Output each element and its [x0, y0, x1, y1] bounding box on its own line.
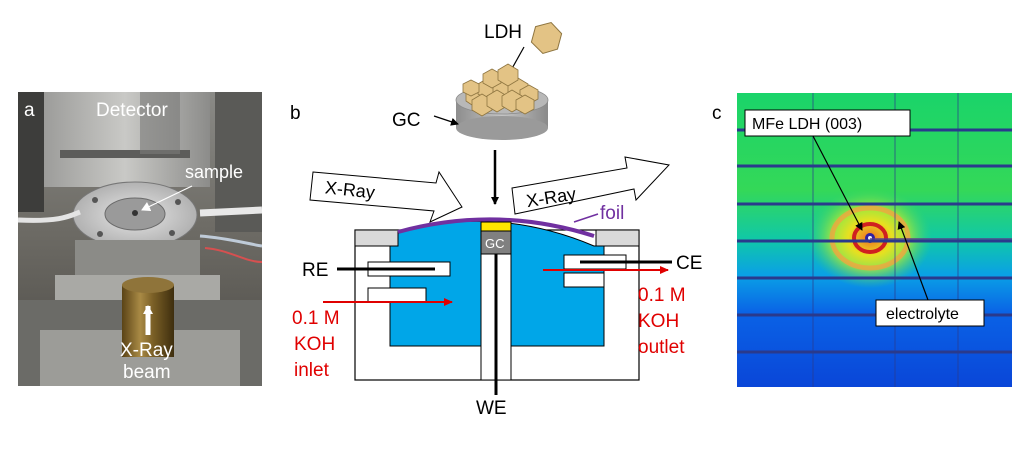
- catalyst-layer: [480, 221, 512, 232]
- ldh-flakes: [462, 63, 539, 117]
- electrolyte-pointer-line: [897, 221, 929, 301]
- right-clamp: [595, 229, 640, 247]
- detector-label: Detector: [96, 100, 168, 121]
- ldh-label: LDH: [484, 22, 522, 43]
- outlet-label-line1: 0.1 M: [638, 285, 686, 306]
- panel-a-letter: a: [24, 100, 35, 121]
- inlet-label-line1: 0.1 M: [292, 308, 340, 329]
- detector-housing: [40, 92, 210, 187]
- beam-label-line1: X-Ray: [120, 340, 173, 361]
- beam-label-line2: beam: [123, 362, 171, 383]
- inlet-label-line3: inlet: [294, 360, 330, 381]
- sample-pointer-line: [141, 185, 193, 212]
- foil-pointer-line: [573, 213, 599, 223]
- peak-label-box: [744, 109, 911, 137]
- left-clamp: [354, 229, 399, 247]
- outlet-label-line2: KOH: [638, 311, 679, 332]
- xray-out-arrow: [511, 156, 670, 215]
- re-label: RE: [302, 260, 328, 281]
- ce-label: CE: [676, 253, 702, 274]
- we-label: WE: [476, 398, 507, 419]
- panel-b-schematic: b LDH GC: [290, 21, 702, 419]
- panel-b-letter: b: [290, 103, 301, 124]
- inlet-port: [367, 287, 427, 303]
- peak-label: MFe LDH (003): [752, 116, 862, 133]
- foil-window: [397, 217, 595, 238]
- xray-in-arrow: [309, 170, 463, 223]
- panel-c-diffraction: MFe LDH (003) electrolyte: [737, 93, 1012, 387]
- gc-pointer-line: [433, 115, 459, 126]
- ldh-hexagon: [530, 21, 563, 55]
- gc-electrode-label: GC: [485, 236, 505, 251]
- outlet-label-line3: outlet: [638, 337, 685, 358]
- panel-a-photo: a Detector sample X-Ray beam: [18, 92, 262, 386]
- outlet-port: [563, 272, 605, 288]
- peak-pointer-line: [812, 135, 863, 231]
- gc-label: GC: [392, 110, 421, 131]
- sample-label: sample: [185, 162, 243, 182]
- electrolyte-label: electrolyte: [886, 306, 959, 323]
- electrolyte-label-box: [875, 299, 985, 327]
- panel-c-letter: c: [712, 103, 722, 124]
- foil-label: foil: [600, 203, 624, 224]
- inlet-label-line2: KOH: [294, 334, 335, 355]
